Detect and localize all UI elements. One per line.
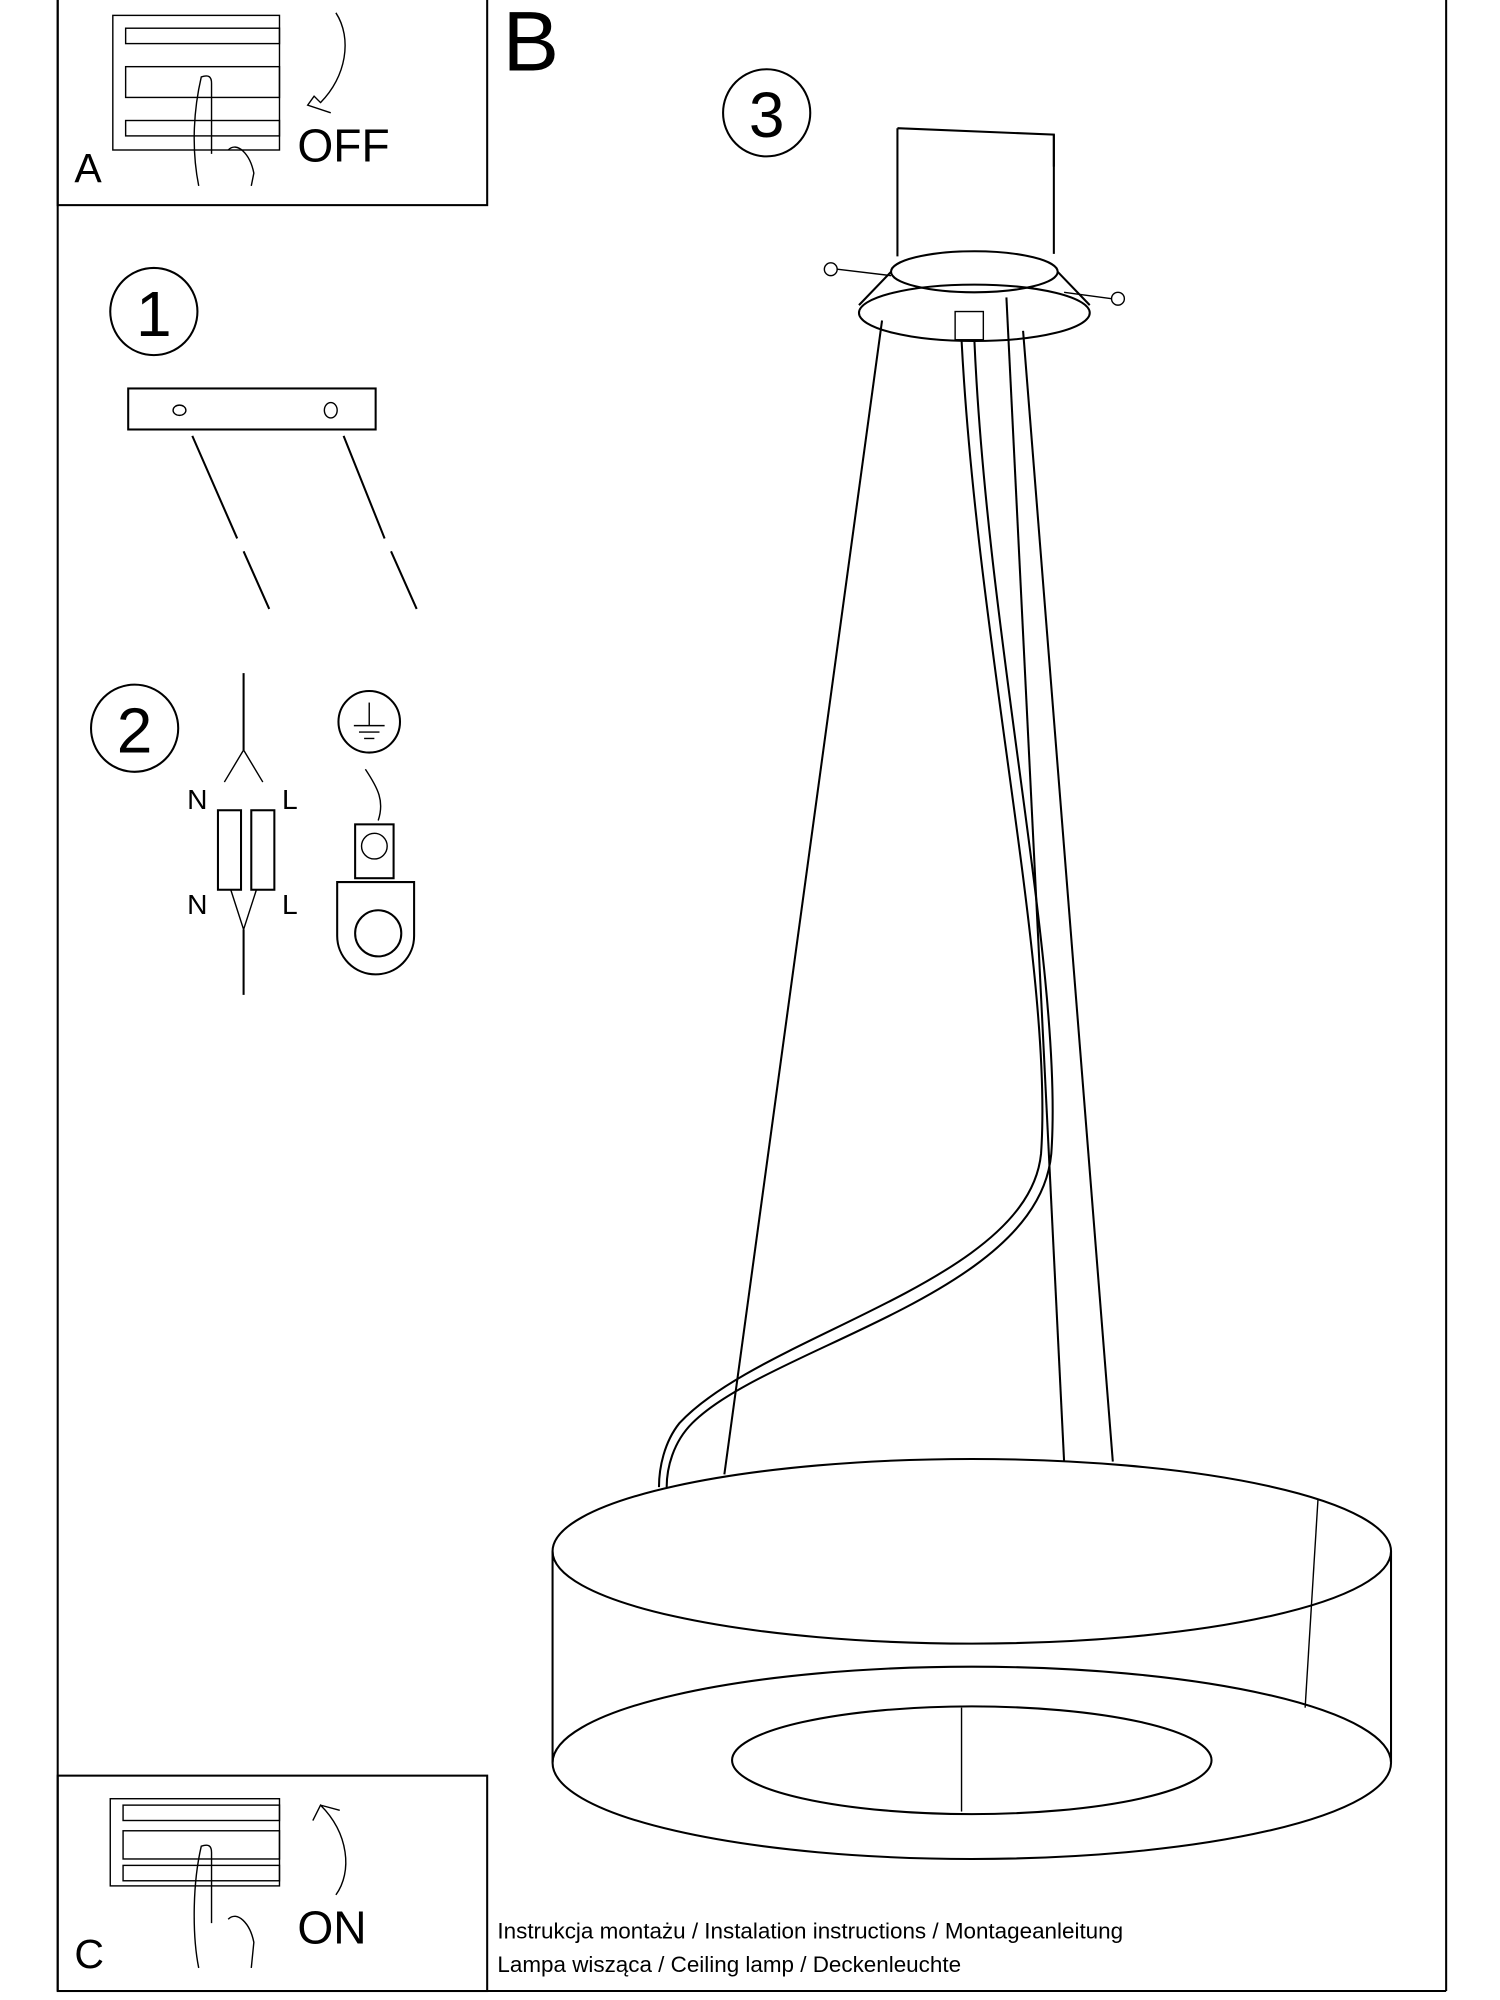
screw-icon — [823, 262, 1126, 306]
arrow-up-icon — [312, 1803, 347, 1896]
terminal-block-icon — [216, 673, 276, 995]
panel-a-letter: A — [74, 145, 102, 191]
breaker-box-icon — [109, 1798, 281, 1887]
step-1-number: 1 — [136, 278, 172, 350]
footer-subtitle: Lampa wisząca / Ceiling lamp / Deckenleu… — [497, 1952, 961, 1977]
hand-icon — [193, 1844, 255, 1969]
l-bottom-label: L — [282, 888, 298, 920]
on-label: ON — [297, 1902, 366, 1954]
panel-b-letter: B — [503, 0, 559, 89]
ground-symbol-icon — [337, 690, 402, 754]
step-1: 1 — [109, 266, 418, 610]
l-top-label: L — [282, 783, 298, 815]
breaker-box-icon — [112, 14, 281, 151]
mounting-bracket — [127, 387, 377, 431]
suspension-cables — [657, 297, 1114, 1488]
hand-icon — [193, 75, 255, 187]
footer-title: Instrukcja montażu / Instalation instruc… — [497, 1918, 1123, 1943]
panel-c-letter: C — [74, 1931, 104, 1977]
panel-a-power-off: A OFF — [74, 12, 390, 191]
step-2: 2 N L N L — [90, 673, 416, 995]
arrow-down-icon — [306, 12, 346, 114]
screw-and-dowel-icon — [191, 435, 418, 610]
ground-terminal-icon — [336, 768, 416, 976]
ceiling-canopy — [857, 127, 1091, 343]
n-bottom-label: N — [187, 888, 207, 920]
panel-c-power-on: C ON — [74, 1798, 367, 1977]
step-3-number: 3 — [749, 79, 785, 151]
step-2-number: 2 — [117, 695, 153, 767]
step-3: 3 — [551, 68, 1393, 1860]
off-label: OFF — [297, 120, 389, 172]
lamp-shade-ring — [551, 1457, 1393, 1860]
n-top-label: N — [187, 783, 207, 815]
frame — [56, 0, 1448, 1993]
